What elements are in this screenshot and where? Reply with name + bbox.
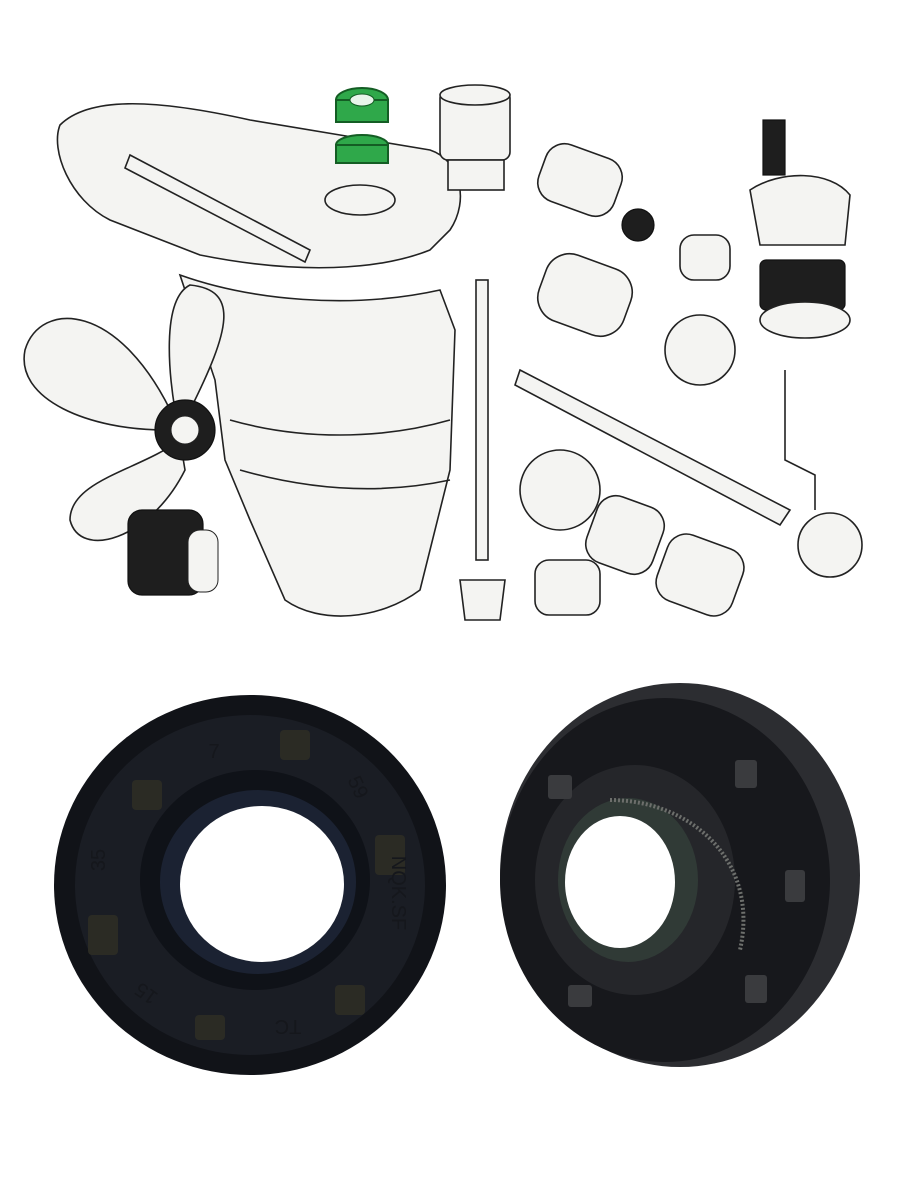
water-pump bbox=[749, 119, 851, 339]
drive-shaft bbox=[459, 279, 506, 621]
shift-clamp bbox=[797, 512, 863, 578]
exploded-diagram bbox=[23, 84, 863, 621]
propeller-nut bbox=[127, 509, 219, 596]
housing-contour-line bbox=[239, 469, 451, 490]
seal-marking: TC bbox=[275, 1015, 302, 1037]
seal-marking: NQK.SF bbox=[387, 856, 409, 930]
oil-seal-front-photo: 7 59 NQK.SF TC 15 35 bbox=[54, 695, 446, 1075]
anode-strap bbox=[123, 153, 312, 264]
oil-seal-back-photo bbox=[500, 683, 860, 1067]
gear-parts bbox=[514, 142, 792, 617]
gearcase-cavitation-plate bbox=[56, 103, 462, 269]
housing-contour-line bbox=[229, 419, 451, 436]
propeller bbox=[23, 284, 225, 542]
seal-bore bbox=[324, 184, 396, 216]
shift-rod bbox=[784, 370, 816, 510]
garter-spring bbox=[609, 798, 746, 951]
seal-marking: 35 bbox=[88, 849, 110, 871]
highlighted-oil-seal bbox=[335, 87, 389, 164]
gearcase-housing bbox=[178, 273, 456, 617]
seal-marking: 7 bbox=[208, 741, 219, 763]
bearing-cup bbox=[439, 84, 511, 191]
